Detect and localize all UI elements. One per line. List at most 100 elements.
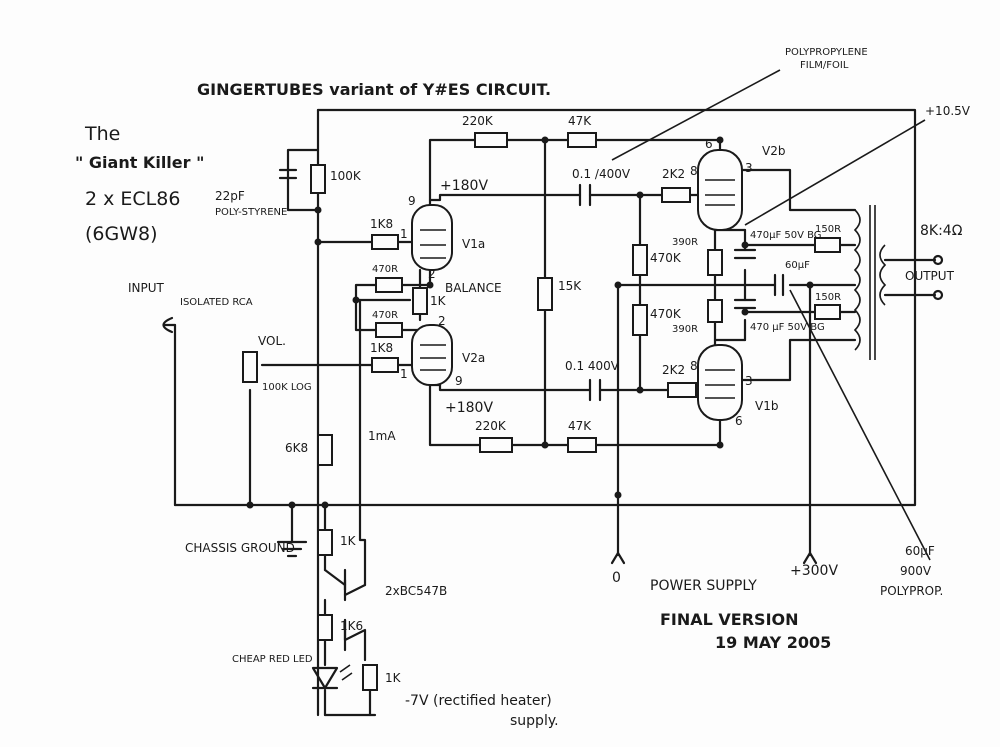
note-60uf-b: 900V: [900, 564, 932, 578]
label-v2a: V2a: [462, 351, 485, 365]
resistor-2k2-top: [661, 187, 691, 203]
resistor-1k8-bottom: [371, 357, 399, 373]
resistor-470k-bottom: [632, 304, 648, 336]
tube-v1b: [697, 344, 743, 421]
pin-v1a-plate: 9: [408, 194, 416, 208]
resistor-390r-top: [707, 249, 723, 276]
balance-pot: [412, 287, 428, 315]
resistor-100k: [310, 164, 326, 194]
label-1k8-bottom: 1K8: [370, 341, 393, 355]
name-line-1: The: [84, 123, 120, 145]
tubes: [411, 149, 743, 421]
label-transistors: 2xBC547B: [385, 584, 447, 598]
pin-v1b-grid: 8: [690, 359, 698, 373]
schematic-title: GINGERTUBES variant of Y#ES CIRCUIT.: [197, 80, 551, 99]
label-balance: BALANCE: [445, 281, 502, 295]
resistor-220k-top: [474, 132, 508, 148]
note-60uf-a: 60µF: [905, 544, 935, 558]
label-1k-b: 1K: [385, 671, 402, 685]
label-led: CHEAP RED LED: [232, 654, 313, 665]
annotation-pointers: [611, 69, 931, 561]
label-150r-bottom: 150R: [815, 292, 841, 303]
note-polyprop-top-2: FILM/FOIL: [800, 60, 849, 71]
pin-v2a-plate: 9: [455, 374, 463, 388]
resistor-470r-bottom: [375, 322, 403, 338]
pin-v1b-right: 3: [745, 374, 753, 388]
label-1k-a: 1K: [340, 534, 357, 548]
label-150r-top: 150R: [815, 224, 841, 235]
pin-v2b-top: 6: [705, 137, 713, 151]
label-heater-supply: -7V (rectified heater): [405, 693, 552, 709]
label-v2b: V2b: [762, 144, 785, 158]
label-220k-bottom: 220K: [475, 419, 507, 433]
name-line-4: (6GW8): [85, 223, 158, 245]
label-60uf: 60µF: [785, 260, 810, 271]
resistor-220k-bottom: [479, 437, 513, 453]
label-2k2-top: 2K2: [662, 167, 685, 181]
label-vol-value: 100K LOG: [262, 382, 312, 393]
voltage-plate-bottom: +180V: [445, 400, 493, 416]
resistor-150r-bottom: [814, 304, 841, 320]
label-transformer: 8K:4Ω: [920, 223, 963, 239]
footer-date: 19 MAY 2005: [715, 633, 831, 652]
label-current: 1mA: [368, 429, 396, 443]
label-v1b: V1b: [755, 399, 778, 413]
pin-v2b-grid: 8: [690, 164, 698, 178]
label-470k-top: 470K: [650, 251, 682, 265]
output-transformer: [853, 205, 887, 360]
resistor-6k8: [317, 434, 333, 466]
label-input: INPUT: [128, 281, 165, 295]
tube-v2a: [411, 324, 453, 386]
pin-v2a-cathode: 2: [438, 314, 446, 328]
label-ground: CHASSIS GROUND: [185, 541, 295, 555]
resistor-47k-top: [567, 132, 597, 148]
resistor-150r-top: [814, 237, 841, 253]
label-cap-bottom: 0.1 400V: [565, 359, 620, 373]
voltage-plate-top: +180V: [440, 178, 488, 194]
led-symbol: [311, 664, 353, 690]
label-470r-top: 470R: [372, 264, 398, 275]
label-v1a: V1a: [462, 237, 485, 251]
name-line-2: " Giant Killer ": [75, 153, 204, 172]
resistor-1k8-top: [371, 234, 399, 250]
label-220k-top: 220K: [462, 114, 494, 128]
resistors: [242, 132, 841, 691]
label-supply-zero: 0: [612, 570, 621, 586]
label-470k-bottom: 470K: [650, 307, 682, 321]
note-60uf-c: POLYPROP.: [880, 584, 943, 598]
label-100k: 100K: [330, 169, 362, 183]
label-390r-top: 390R: [672, 237, 698, 248]
label-cap-top: 0.1 /400V: [572, 167, 631, 181]
resistor-1k6: [317, 614, 333, 641]
label-balance-pot: 1K: [430, 294, 447, 308]
note-polyprop-top: POLYPROPYLENE: [785, 47, 868, 58]
resistor-1k-a: [317, 529, 333, 556]
pin-v1a-cathode: 2: [428, 267, 436, 281]
label-47k-bottom: 47K: [568, 419, 592, 433]
junctions: [246, 136, 814, 509]
resistor-2k2-bottom: [667, 382, 697, 398]
label-1k8-top: 1K8: [370, 217, 393, 231]
pin-v2b-right: 3: [745, 161, 753, 175]
label-15k: 15K: [558, 279, 582, 293]
label-supply-hv: +300V: [790, 563, 838, 579]
label-power-supply: POWER SUPPLY: [650, 578, 757, 594]
label-6k8: 6K8: [285, 441, 308, 455]
pin-v2a-grid: 1: [400, 367, 408, 381]
resistor-470k-top: [632, 244, 648, 276]
label-input-type: ISOLATED RCA: [180, 297, 253, 308]
capacitors: [278, 168, 785, 402]
pin-v1b-bottom: 6: [735, 414, 743, 428]
footer-version: FINAL VERSION: [660, 610, 799, 629]
tube-v1a: [411, 204, 453, 271]
tube-v2b: [697, 149, 743, 231]
label-22pf-type: POLY-STYRENE: [215, 207, 287, 218]
label-470r-bottom: 470R: [372, 310, 398, 321]
wiring: [162, 108, 944, 717]
pin-v1a-grid: 1: [400, 227, 408, 241]
label-390r-bottom: 390R: [672, 324, 698, 335]
name-line-3: 2 x ECL86: [85, 188, 180, 210]
voltage-10-5: +10.5V: [925, 104, 971, 118]
label-2k2-bottom: 2K2: [662, 363, 685, 377]
